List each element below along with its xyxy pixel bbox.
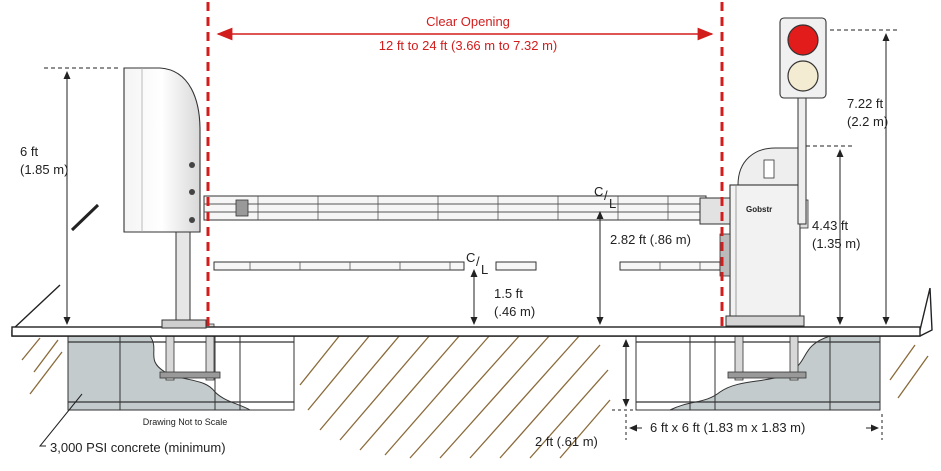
operator-height-m: (1.35 m) <box>812 236 860 251</box>
upper-arm-height-label: 2.82 ft (.86 m) <box>610 232 691 247</box>
lower-centerline-c: C <box>466 250 475 265</box>
signal-red-light <box>787 24 819 56</box>
signal-height-m: (2.2 m) <box>847 114 888 129</box>
upper-centerline-slash: / <box>604 188 608 203</box>
operator-height-ft: 4.43 ft <box>812 218 849 233</box>
footing-depth-label: 2 ft (.61 m) <box>535 434 598 449</box>
soil-hatching-left <box>21 337 63 395</box>
upper-centerline-c: C <box>594 184 603 199</box>
left-receiving-post <box>123 67 207 329</box>
lower-centerline-l: L <box>481 262 488 277</box>
ground-slab-top <box>11 326 921 337</box>
signal-off-light <box>787 60 819 92</box>
upper-centerline-l: L <box>609 196 616 211</box>
clear-opening-title: Clear Opening <box>426 14 510 29</box>
concrete-leader <box>38 393 83 447</box>
not-to-scale-note: Drawing Not to Scale <box>143 417 228 427</box>
footing-size-label: 6 ft x 6 ft (1.83 m x 1.83 m) <box>650 420 805 435</box>
lower-arm-height-ft: 1.5 ft <box>494 286 523 301</box>
lower-centerline-slash: / <box>476 254 480 269</box>
lower-arm-height-m: (.46 m) <box>494 304 535 319</box>
left-diagonal-break <box>70 203 100 232</box>
left-height-ft: 6 ft <box>20 144 38 159</box>
left-height-m: (1.85 m) <box>20 162 68 177</box>
operator-brand: Gobstr <box>746 205 772 214</box>
traffic-signal <box>779 17 827 225</box>
upper-arm <box>203 195 707 221</box>
soil-hatching-center <box>299 334 611 459</box>
signal-height-ft: 7.22 ft <box>847 96 884 111</box>
right-footing <box>635 323 881 411</box>
left-footing <box>67 323 295 411</box>
gate-operator-cabinet <box>699 147 809 327</box>
clear-opening-range: 12 ft to 24 ft (3.66 m to 7.32 m) <box>379 38 557 53</box>
soil-hatching-right <box>889 344 929 399</box>
concrete-note: 3,000 PSI concrete (minimum) <box>50 440 226 455</box>
